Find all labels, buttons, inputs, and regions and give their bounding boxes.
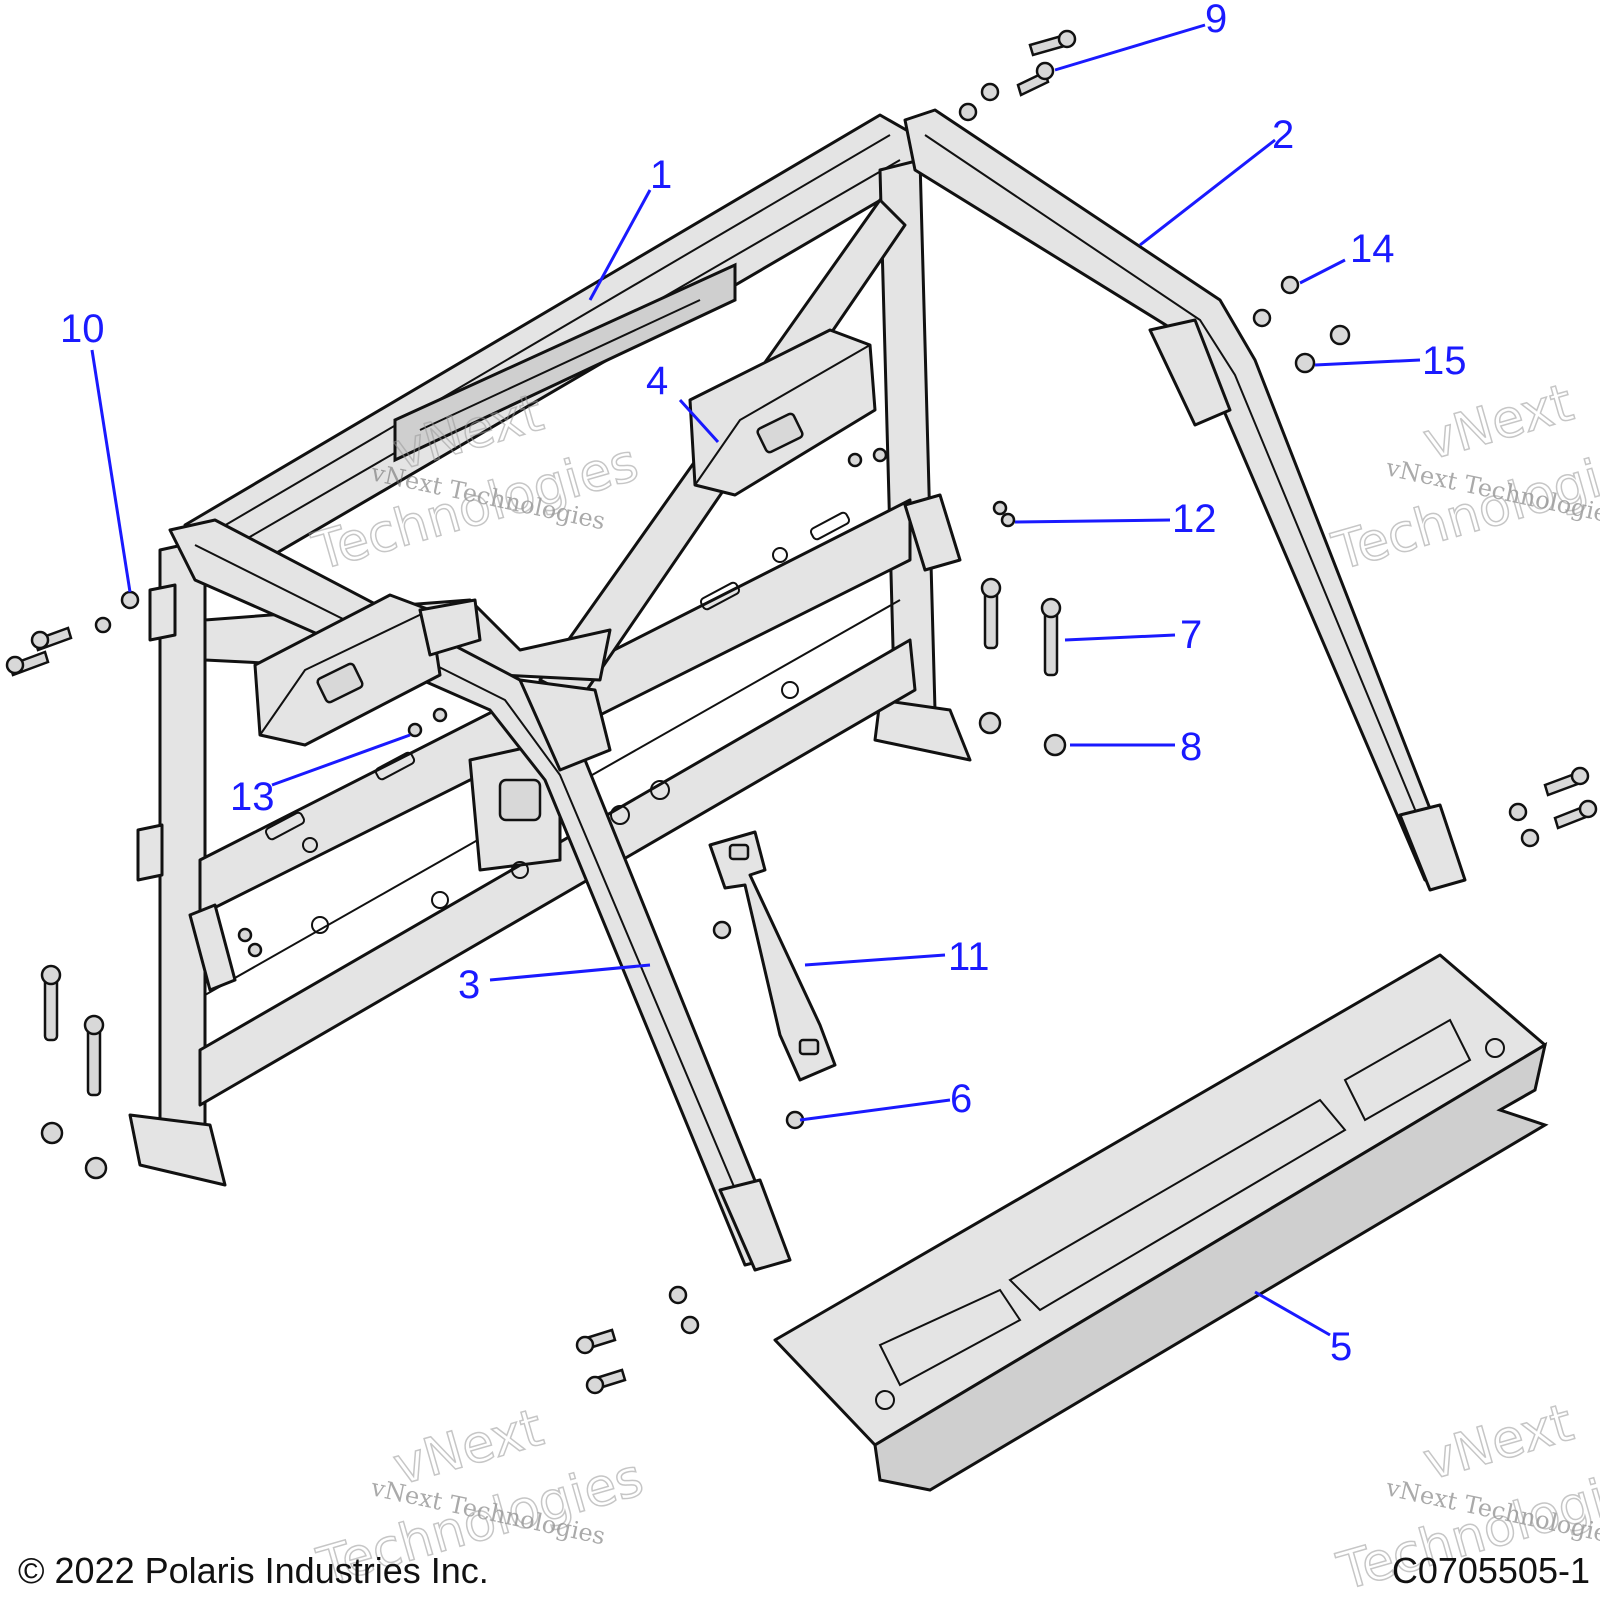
- diagonal-cage-bar: [168, 518, 792, 1272]
- fastener-hardware: [5, 29, 1598, 1395]
- callout-9: 9: [1205, 0, 1227, 41]
- callout-1: 1: [650, 153, 672, 197]
- callout-5: 5: [1330, 1325, 1352, 1369]
- rollbar-pads: [253, 328, 877, 747]
- callout-10: 10: [60, 307, 105, 351]
- callout-7: 7: [1180, 613, 1202, 657]
- callout-4: 4: [646, 359, 668, 403]
- callout-3: 3: [458, 963, 480, 1007]
- rear-cage-frame: [128, 113, 972, 1187]
- watermark-top-right: vNext vNext Technologies Technologies: [1325, 372, 1600, 583]
- callout-11: 11: [948, 935, 990, 979]
- callout-15: 15: [1422, 339, 1467, 383]
- callout-8: 8: [1180, 725, 1202, 769]
- callout-labels: 1 2 3 4 5 6 7 8 9 10 11 12 13 14 15: [60, 0, 1467, 1369]
- callout-13: 13: [230, 775, 275, 819]
- copyright-notice: © 2022 Polaris Industries Inc.: [18, 1550, 489, 1591]
- front-roll-bar: [903, 108, 1467, 892]
- callout-2: 2: [1272, 113, 1294, 157]
- rear-panel: [773, 953, 1549, 1492]
- figure-id: C0705505-1: [1391, 1550, 1590, 1591]
- callout-12: 12: [1172, 497, 1217, 541]
- svg-text:vNext: vNext: [1417, 373, 1580, 473]
- callout-6: 6: [950, 1077, 972, 1121]
- brace-strap: [708, 830, 837, 1082]
- svg-text:vNext: vNext: [1417, 1393, 1580, 1493]
- callout-14: 14: [1350, 227, 1395, 271]
- callout-leaders: [90, 23, 1421, 1337]
